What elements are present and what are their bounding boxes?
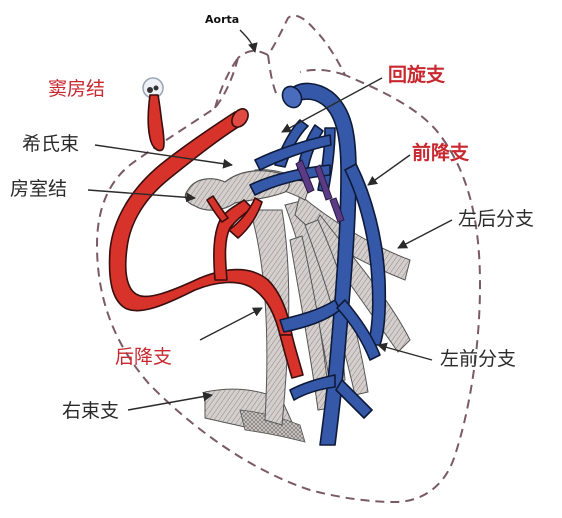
pointer-anterior-descending	[368, 155, 410, 185]
label-circumflex: 回旋支	[388, 66, 445, 85]
label-left-anterior-fascicle: 左前分支	[440, 350, 516, 369]
label-aorta: Aorta	[205, 14, 239, 25]
pointer-left-anterior	[378, 345, 432, 360]
pointer-right-bundle	[128, 395, 212, 410]
label-anterior-descending: 前降支	[412, 144, 469, 163]
pointer-left-posterior	[398, 220, 452, 248]
pointer-aorta	[240, 30, 255, 52]
label-av-node: 房室结	[10, 180, 67, 199]
label-bundle-of-his: 希氏束	[22, 135, 79, 154]
label-sinoatrial-node: 窦房结	[48, 80, 105, 99]
pointer-posterior-descending	[200, 308, 262, 340]
label-posterior-descending: 后降支	[115, 348, 172, 367]
label-right-bundle-branch: 右束支	[62, 402, 119, 421]
label-left-posterior-fascicle: 左后分支	[458, 210, 534, 229]
